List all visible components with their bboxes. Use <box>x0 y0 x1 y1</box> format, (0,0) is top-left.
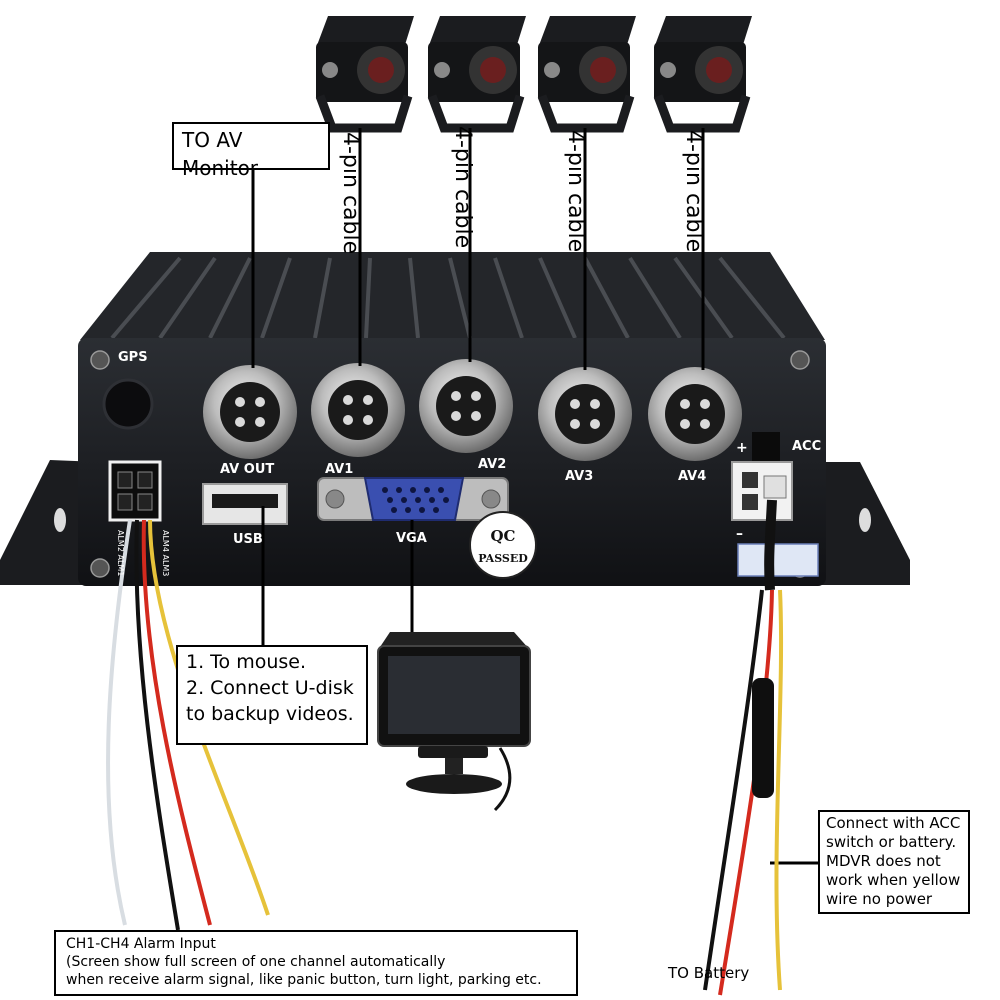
usb-note-line-3: to backup videos. <box>186 703 354 725</box>
plus-label: + <box>736 440 748 456</box>
usb-callout: 1. To mouse. 2. Connect U-disk to backup… <box>176 645 368 745</box>
av-out-label: AV OUT <box>220 462 274 477</box>
av2-connector <box>419 359 513 453</box>
av4-label: AV4 <box>678 469 706 484</box>
usb-label: USB <box>233 532 263 547</box>
camera-2 <box>427 16 526 133</box>
lcd-monitor <box>377 632 531 812</box>
usb-note-line-2: 2. Connect U-disk <box>186 677 354 699</box>
camera-3 <box>537 16 636 133</box>
usb-note-line-1: 1. To mouse. <box>186 651 307 673</box>
acc-label: ACC <box>792 439 821 454</box>
acc-callout: Connect with ACC switch or battery. MDVR… <box>818 810 970 914</box>
alarm-note-line-2: (Screen show full screen of one channel … <box>66 954 446 970</box>
qc-bottom-text: PASSED <box>478 552 528 565</box>
av2-label: AV2 <box>478 457 506 472</box>
minus-label: – <box>736 526 743 542</box>
vga-port <box>317 477 509 521</box>
alm-right-label: ALM4 ALM3 <box>161 530 170 576</box>
camera-4 <box>653 16 752 133</box>
av3-connector <box>538 367 632 461</box>
alm-left-label: ALM2 ALM1 <box>116 530 125 576</box>
left-mounting-flange <box>0 460 100 585</box>
alarm-port <box>108 460 162 522</box>
cable-lines <box>251 128 820 865</box>
to-battery-label: TO Battery <box>668 964 750 982</box>
warranty-sticker <box>737 543 819 577</box>
acc-note-line-3: MDVR does not <box>826 852 941 870</box>
av-monitor-text: TO AV Monitor <box>182 128 259 180</box>
usb-port <box>202 483 288 525</box>
gps-port <box>102 378 154 430</box>
acc-power-connector <box>731 432 793 521</box>
av4-connector <box>648 367 742 461</box>
av3-label: AV3 <box>565 469 593 484</box>
alarm-note-line-3: when receive alarm signal, like panic bu… <box>66 972 542 988</box>
vga-label: VGA <box>396 531 427 546</box>
av-monitor-callout: TO AV Monitor <box>172 122 330 180</box>
alarm-note-line-1: CH1-CH4 Alarm Input <box>66 936 216 952</box>
acc-note-line-5: wire no power <box>826 890 933 908</box>
acc-note-line-4: work when yellow <box>826 871 961 889</box>
av1-connector <box>311 363 405 457</box>
av1-label: AV1 <box>325 462 353 477</box>
power-wires <box>703 499 784 996</box>
pin-cable-label-1: 4-pin cable <box>338 132 363 255</box>
camera-1 <box>315 16 414 133</box>
pin-cable-label-4: 4-pin cable <box>681 130 706 253</box>
pin-cable-label-2: 4-pin cable <box>450 126 475 249</box>
qc-top-text: QC <box>490 527 515 545</box>
av-out-connector <box>203 365 297 459</box>
gps-label: GPS <box>118 350 148 365</box>
acc-note-line-2: switch or battery. <box>826 833 957 851</box>
alarm-callout: CH1-CH4 Alarm Input (Screen show full sc… <box>54 930 578 996</box>
pin-cable-label-3: 4-pin cable <box>563 130 588 253</box>
qc-passed-sticker: QC PASSED <box>469 511 537 579</box>
acc-note-line-1: Connect with ACC <box>826 814 961 832</box>
